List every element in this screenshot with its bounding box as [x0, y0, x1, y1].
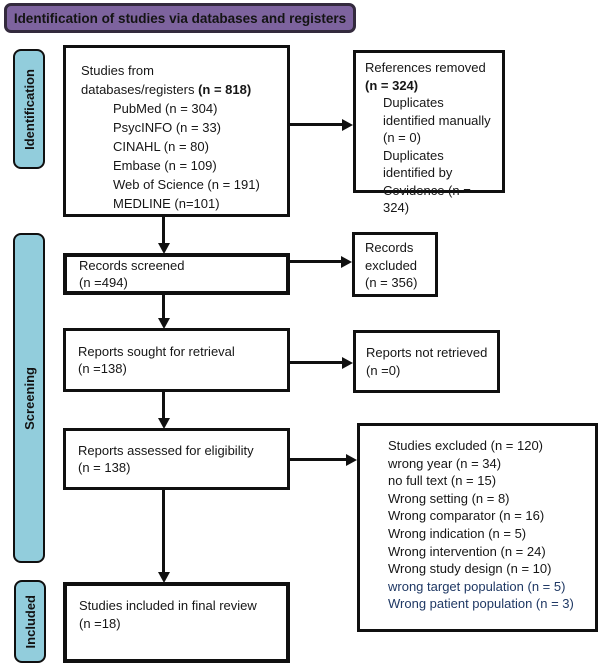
records-excluded-line: excluded	[365, 257, 418, 273]
box-reports-assessed: Reports assessed for eligibility (n = 13…	[63, 428, 290, 490]
box-records-excluded: Records excluded (n = 356)	[352, 232, 438, 297]
reports-not-retrieved-title: Reports not retrieved	[366, 345, 488, 360]
excluded-reason: wrong target population (n = 5)	[388, 578, 566, 594]
arrow-studies-to-references	[290, 123, 343, 126]
studies-included-title: Studies included in final review	[79, 598, 257, 613]
source-item: PubMed (n = 304)	[113, 101, 218, 116]
studies-from-line1: Studies from	[81, 63, 154, 78]
records-screened-count: (n =494)	[79, 275, 128, 290]
excluded-reason: Studies excluded (n = 120)	[388, 438, 544, 453]
references-removed-line: identified by	[383, 165, 453, 180]
reports-assessed-title: Reports assessed for eligibility	[78, 442, 254, 458]
arrow-assessed-to-included	[162, 490, 165, 573]
records-excluded-count: (n = 356)	[365, 275, 418, 290]
arrow-screened-to-excluded	[290, 260, 342, 263]
studies-from-line2: databases/registers (n = 818)	[81, 80, 283, 99]
box-studies-included: Studies included in final review (n =18)	[63, 582, 290, 663]
header-title: Identification of studies via databases …	[13, 10, 347, 26]
arrow-assessed-to-excluded	[290, 458, 347, 461]
source-item: CINAHL (n = 80)	[113, 139, 209, 154]
excluded-reason: Wrong intervention (n = 24)	[388, 543, 546, 559]
reports-not-retrieved-count: (n =0)	[366, 362, 401, 378]
stage-identification-label: Identification	[21, 68, 37, 150]
source-item: PsycINFO (n = 33)	[113, 120, 221, 135]
stage-screening-label: Screening	[21, 366, 37, 430]
references-removed-title: References removed	[365, 60, 486, 75]
box-records-screened: Records screened (n =494)	[63, 253, 290, 295]
arrow-screened-to-sought	[162, 295, 165, 319]
excluded-reason: Wrong setting (n = 8)	[388, 490, 510, 506]
references-removed-line: Duplicates	[383, 95, 444, 110]
records-screened-title: Records screened	[79, 258, 185, 273]
studies-included-count: (n =18)	[79, 616, 121, 631]
arrow-studies-to-screened	[162, 217, 165, 244]
excluded-reason: Wrong study design (n = 10)	[388, 561, 552, 577]
reports-sought-count: (n =138)	[78, 361, 127, 376]
stage-included-label: Included	[22, 594, 38, 649]
studies-from-total: (n = 818)	[198, 82, 252, 97]
box-studies-from-databases: Studies from databases/registers (n = 81…	[63, 45, 290, 217]
arrow-sought-to-assessed	[162, 392, 165, 419]
source-item: Web of Science (n = 191)	[113, 177, 260, 192]
arrow-sought-to-not-retrieved	[290, 361, 343, 364]
excluded-reason: wrong year (n = 34)	[388, 455, 502, 471]
reports-sought-title: Reports sought for retrieval	[78, 343, 235, 359]
records-excluded-line: Records	[365, 240, 414, 255]
references-removed-count: (n = 324)	[365, 77, 419, 93]
box-reports-sought: Reports sought for retrieval (n =138)	[63, 328, 290, 392]
box-references-removed: References removed (n = 324) Duplicates …	[353, 50, 505, 215]
studies-from-line2-text: databases/registers	[81, 82, 199, 97]
references-removed-line: Duplicates	[383, 147, 444, 163]
excluded-reason: Wrong indication (n = 5)	[388, 525, 527, 541]
stage-included: Included	[14, 580, 46, 663]
box-studies-excluded: Studies excluded (n = 120) wrong year (n…	[357, 423, 598, 632]
stage-identification: Identification	[13, 49, 45, 169]
excluded-reason: Wrong comparator (n = 16)	[388, 508, 545, 524]
source-item: MEDLINE (n=101)	[113, 196, 220, 211]
references-removed-line: Covidence (n = 324)	[383, 182, 471, 216]
box-reports-not-retrieved: Reports not retrieved (n =0)	[353, 330, 500, 393]
source-item: Embase (n = 109)	[113, 158, 217, 173]
references-removed-line: (n = 0)	[383, 130, 421, 145]
header-banner: Identification of studies via databases …	[4, 3, 356, 33]
excluded-reason: no full text (n = 15)	[388, 473, 497, 489]
stage-screening: Screening	[13, 233, 45, 563]
excluded-reason: Wrong patient population (n = 3)	[388, 596, 574, 612]
reports-assessed-count: (n = 138)	[78, 460, 131, 475]
references-removed-line: identified manually	[383, 112, 491, 128]
